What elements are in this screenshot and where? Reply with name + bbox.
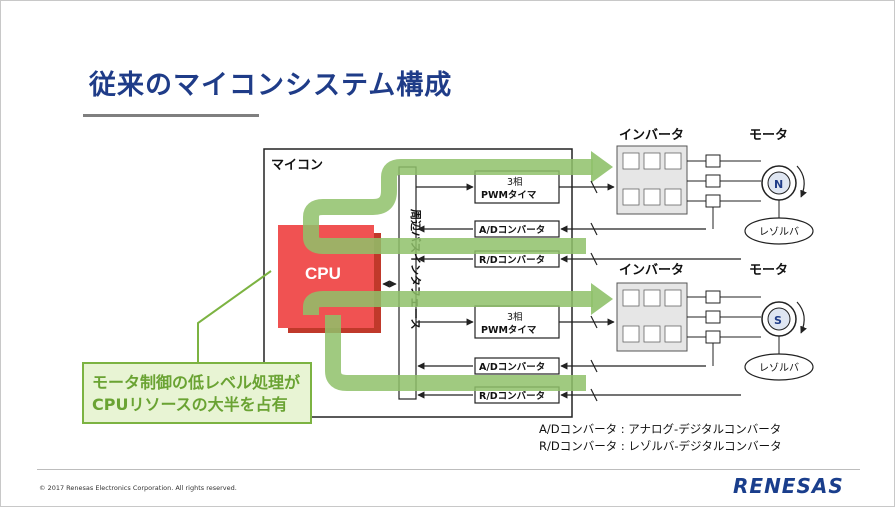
pwm-timer-1-line1: 3相	[507, 176, 523, 188]
callout-line-2: CPUリソースの大半を占有	[92, 395, 288, 414]
flow-arrowhead-2	[591, 283, 613, 315]
bus-lines	[416, 183, 474, 399]
motor-1-label: モータ	[749, 128, 788, 143]
page-title: 従来のマイコンシステム構成	[89, 70, 453, 101]
renesas-logo: RENESAS	[733, 474, 844, 498]
motor-1: N	[761, 165, 807, 219]
callout-box: モータ制御の低レベル処理が CPUリソースの大半を占有	[82, 362, 312, 424]
channel-2-sensors	[687, 290, 761, 366]
legend-line-2: R/Dコンバータ : レゾルバ-デジタルコンバータ	[539, 439, 782, 453]
motor-2: S	[761, 301, 807, 355]
adc-1	[474, 220, 560, 238]
adc-2-label: A/Dコンバータ	[479, 361, 545, 373]
callout-line-1: モータ制御の低レベル処理が	[92, 373, 301, 392]
pwm-timer-1-line2: PWMタイマ	[481, 189, 537, 201]
channel-1-signal-lines	[559, 180, 741, 266]
pwm-timer-2-line1: 3相	[507, 311, 523, 323]
rdc-1-label: R/Dコンバータ	[479, 254, 545, 266]
callout-pointer	[197, 270, 272, 362]
inverter-1-label: インバータ	[619, 128, 684, 143]
pwm-timer-2	[474, 305, 560, 339]
title-underline	[83, 114, 259, 117]
pwm-timer-2-line2: PWMタイマ	[481, 324, 537, 336]
channel-1-sensors	[687, 154, 761, 229]
resolver-2-label: レゾルバ	[759, 362, 799, 374]
channel-2-signal-lines	[559, 315, 741, 402]
svg-text:N: N	[774, 178, 783, 191]
legend-line-1: A/Dコンバータ : アナログ-デジタルコンバータ	[539, 422, 782, 436]
footer-rule	[37, 469, 860, 470]
flow-arrowhead-1	[591, 151, 613, 183]
copyright-text: © 2017 Renesas Electronics Corporation. …	[39, 484, 237, 492]
adc-2	[474, 357, 560, 375]
inverter-2-label: インバータ	[619, 263, 684, 278]
resolver-1-label: レゾルバ	[759, 226, 799, 238]
cpu-load-flow	[303, 159, 593, 391]
resolver-2	[744, 353, 814, 381]
legend: A/Dコンバータ : アナログ-デジタルコンバータ R/Dコンバータ : レゾル…	[539, 421, 782, 455]
adc-1-label: A/Dコンバータ	[479, 224, 545, 236]
inverter-2-switches	[622, 289, 682, 343]
rdc-2-label: R/Dコンバータ	[479, 390, 545, 402]
resolver-1	[744, 217, 814, 245]
callout-text: モータ制御の低レベル処理が CPUリソースの大半を占有	[92, 372, 300, 416]
svg-text:S: S	[774, 314, 782, 327]
mcu-label: マイコン	[271, 157, 323, 172]
cpu-label: CPU	[305, 264, 341, 283]
inverter-1-switches	[622, 152, 682, 206]
motor-2-label: モータ	[749, 263, 788, 278]
bus-interface-label: 周辺バスインタフェース	[409, 209, 422, 329]
